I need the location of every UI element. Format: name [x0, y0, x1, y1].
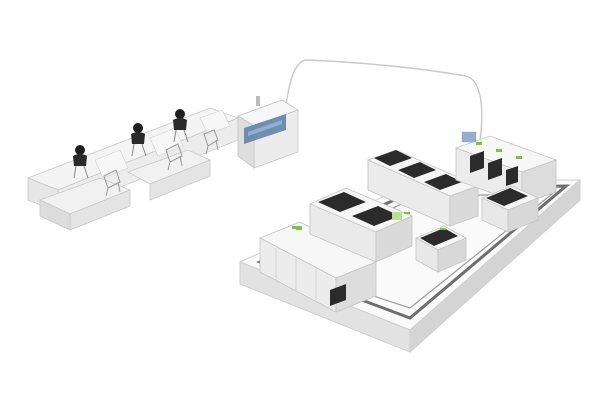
overhead-cable	[283, 59, 483, 141]
operator-3	[173, 109, 189, 143]
analyzer-large	[259, 221, 377, 313]
chair-3	[203, 129, 219, 155]
operator-1	[73, 145, 89, 179]
chair-1	[103, 169, 121, 197]
status-light	[296, 228, 302, 230]
decapper-module	[308, 187, 414, 263]
sample-loader-module	[237, 96, 299, 169]
chair-2	[165, 143, 183, 171]
aliquoter-module	[415, 225, 467, 273]
status-light	[404, 212, 410, 214]
output-module	[480, 185, 540, 233]
status-light	[440, 228, 446, 230]
operator-2	[131, 123, 147, 157]
